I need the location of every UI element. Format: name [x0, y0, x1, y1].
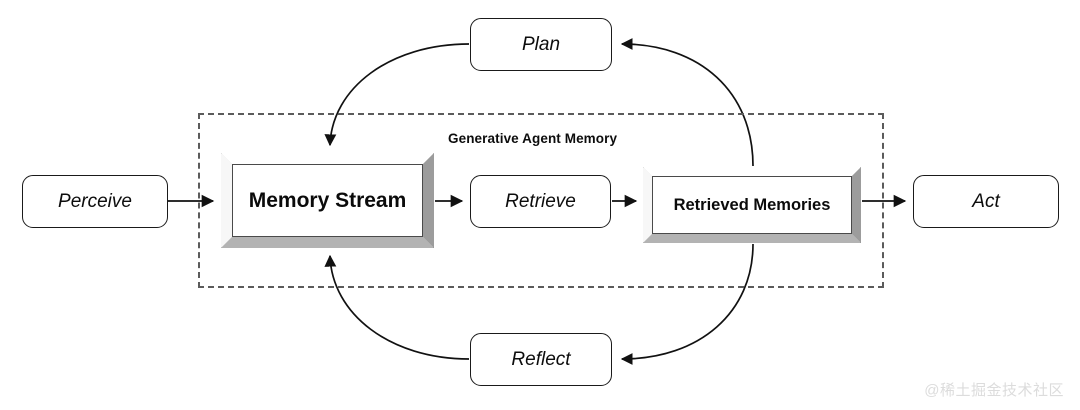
node-retrieve[interactable]: Retrieve [470, 175, 611, 228]
memory-stream-bevel-bottom [221, 237, 434, 248]
retrieved-memories-bevel-top [643, 167, 861, 176]
node-memory-stream-label: Memory Stream [248, 188, 407, 212]
retrieved-memories-bevel-right [852, 167, 861, 243]
node-plan[interactable]: Plan [470, 18, 612, 71]
node-retrieve-label: Retrieve [505, 190, 576, 212]
node-act-label: Act [972, 190, 1000, 212]
node-reflect[interactable]: Reflect [470, 333, 612, 386]
node-act[interactable]: Act [913, 175, 1059, 228]
node-perceive-label: Perceive [58, 190, 132, 212]
node-plan-label: Plan [521, 33, 561, 55]
retrieved-memories-inner: Retrieved Memories [652, 176, 852, 234]
memory-stream-bevel-top [221, 153, 434, 164]
generative-agent-memory-group [198, 113, 884, 288]
node-retrieved-memories-label: Retrieved Memories [673, 195, 831, 214]
retrieved-memories-bevel-left [643, 167, 652, 243]
memory-stream-inner: Memory Stream [232, 164, 423, 237]
memory-stream-bevel-right [423, 153, 434, 248]
node-perceive[interactable]: Perceive [22, 175, 168, 228]
retrieved-memories-bevel-bottom [643, 234, 861, 243]
node-retrieved-memories[interactable]: Retrieved Memories [643, 167, 861, 243]
group-label: Generative Agent Memory [448, 131, 618, 146]
node-memory-stream[interactable]: Memory Stream [221, 153, 434, 248]
watermark: @稀土掘金技术社区 [924, 382, 1064, 399]
node-reflect-label: Reflect [511, 348, 571, 370]
memory-stream-bevel-left [221, 153, 232, 248]
